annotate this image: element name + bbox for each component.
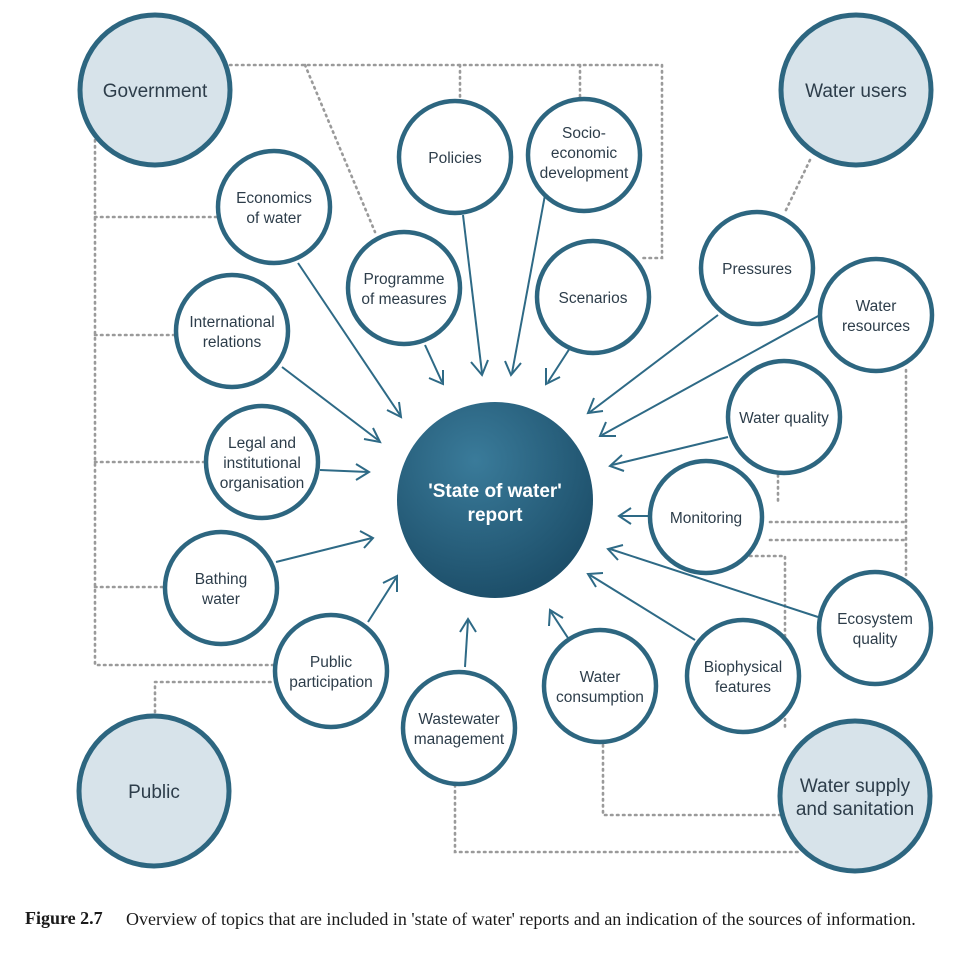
central-report-line-1: 'State of water' — [428, 481, 562, 502]
topic-socio-economic-development: Socio- economic development — [525, 96, 643, 214]
topic-international-relations: International relations — [173, 272, 291, 390]
svg-text:features: features — [715, 679, 771, 696]
svg-text:Pressures: Pressures — [722, 261, 792, 278]
state-of-water-diagram: Government Water users Public Water supp… — [76, 12, 935, 874]
topic-arrows — [275, 194, 821, 668]
topic-pressures: Pressures — [698, 209, 816, 327]
svg-text:Scenarios: Scenarios — [559, 290, 628, 307]
topic-ecosystem-quality: Ecosystem quality — [816, 569, 934, 687]
topic-biophysical-features: Biophysical features — [684, 617, 802, 735]
figure-caption-text: Overview of topics that are included in … — [126, 909, 916, 929]
svg-text:Water: Water — [580, 669, 621, 686]
topic-water-consumption: Water consumption — [541, 627, 659, 745]
svg-text:management: management — [414, 731, 505, 748]
svg-text:development: development — [540, 165, 629, 182]
source-public: Public — [76, 713, 232, 869]
topic-legal-institutional-organisation: Legal and institutional organisation — [203, 403, 321, 521]
source-water-users: Water users — [778, 12, 934, 168]
svg-text:of water: of water — [246, 210, 301, 227]
central-report-line-2: report — [468, 505, 524, 526]
topic-economics-of-water: Economics of water — [215, 148, 333, 266]
svg-text:water: water — [201, 591, 240, 608]
svg-text:Ecosystem: Ecosystem — [837, 611, 913, 628]
topic-scenarios: Scenarios — [534, 238, 652, 356]
svg-text:institutional: institutional — [223, 455, 301, 472]
svg-text:International: International — [189, 314, 274, 331]
svg-text:Wastewater: Wastewater — [418, 711, 499, 728]
source-government-label: Government — [103, 81, 208, 102]
topic-bathing-water: Bathing water — [162, 529, 280, 647]
topic-water-resources: Water resources — [817, 256, 935, 374]
svg-text:Water: Water — [856, 298, 897, 315]
source-government: Government — [77, 12, 233, 168]
svg-text:consumption: consumption — [556, 689, 644, 706]
svg-text:Water quality: Water quality — [739, 410, 829, 427]
figure-caption-label: Figure 2.7 — [25, 908, 103, 928]
svg-text:of measures: of measures — [361, 291, 447, 308]
svg-text:quality: quality — [853, 631, 898, 648]
svg-text:participation: participation — [289, 674, 373, 691]
svg-text:organisation: organisation — [220, 475, 304, 492]
source-public-label: Public — [128, 782, 180, 803]
topic-monitoring: Monitoring — [647, 458, 765, 576]
central-report: 'State of water' report — [397, 402, 593, 598]
svg-text:Programme: Programme — [364, 271, 445, 288]
source-water-supply-line-2: and sanitation — [796, 799, 914, 820]
svg-text:relations: relations — [203, 334, 262, 351]
source-water-users-label: Water users — [805, 81, 907, 102]
topic-programme-of-measures: Programme of measures — [345, 229, 463, 347]
source-connector-lines — [93, 63, 908, 854]
svg-text:Policies: Policies — [428, 150, 482, 167]
topic-policies: Policies — [396, 98, 514, 216]
topic-public-participation: Public participation — [272, 612, 390, 730]
svg-text:Biophysical: Biophysical — [704, 659, 782, 676]
topic-wastewater-management: Wastewater management — [400, 669, 518, 787]
svg-text:economic: economic — [551, 145, 618, 162]
svg-text:Socio-: Socio- — [562, 125, 606, 142]
svg-text:Legal and: Legal and — [228, 435, 296, 452]
svg-text:Economics: Economics — [236, 190, 312, 207]
svg-text:Public: Public — [310, 654, 352, 671]
svg-text:resources: resources — [842, 318, 910, 335]
topic-water-quality: Water quality — [725, 358, 843, 476]
svg-text:Monitoring: Monitoring — [670, 510, 742, 527]
svg-text:Bathing: Bathing — [195, 571, 248, 588]
source-water-supply-sanitation: Water supply and sanitation — [777, 718, 933, 874]
source-water-supply-line-1: Water supply — [800, 776, 911, 797]
